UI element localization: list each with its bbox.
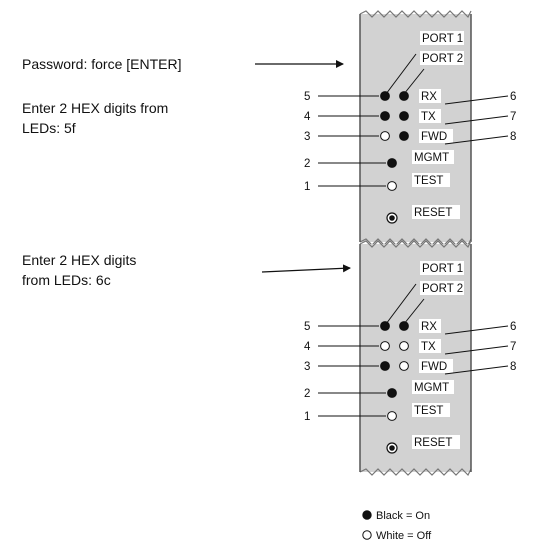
top-panel-bit-2: 2 (304, 158, 310, 170)
top-panel-bit-6: 6 (510, 91, 516, 103)
bottom-panel-bit-5: 5 (304, 321, 310, 333)
bottom-panel-port2-label: PORT 2 (422, 283, 463, 295)
bottom-panel-led-tx-port2 (400, 342, 409, 351)
bottom-panel-mgmt-label: MGMT (414, 382, 449, 394)
bottom-panel-port1-label: PORT 1 (422, 263, 463, 275)
legend: Black = On White = Off (363, 510, 432, 542)
top-panel-test-label: TEST (414, 175, 443, 187)
panel-top: PORT 1 PORT 2 RX TX FWD MGMT TEST RESET 5 4 3 2 1 6 7 8 (304, 11, 516, 245)
bottom-panel-bit-1: 1 (304, 411, 310, 423)
led-instruction-arrow (262, 268, 350, 272)
top-panel-reset-label: RESET (414, 207, 452, 219)
bottom-panel-bit-6: 6 (510, 321, 516, 333)
bottom-panel-led-rx-port1 (381, 322, 390, 331)
top-panel-bit-3: 3 (304, 131, 310, 143)
legend-off-label: White = Off (376, 530, 432, 542)
bottom-panel-bit-4: 4 (304, 341, 311, 353)
top-panel-led-rx-port2 (400, 92, 409, 101)
panel-bottom: PORT 1 PORT 2 RX TX FWD MGMT TEST RESET 5 4 3 2 1 6 7 8 (304, 241, 516, 475)
top-panel-led-fwd-port1 (381, 132, 390, 141)
bottom-panel-tx-label: TX (421, 341, 436, 353)
bottom-panel-bit-7: 7 (510, 341, 516, 353)
top-panel-bit-8: 8 (510, 131, 516, 143)
legend-off-swatch (363, 531, 371, 539)
bottom-panel-led-fwd-port2 (400, 362, 409, 371)
top-panel-led-tx-port2 (400, 112, 409, 121)
bottom-panel-bit-2: 2 (304, 388, 310, 400)
top-panel-bit-4: 4 (304, 111, 311, 123)
bottom-panel-led-test (388, 412, 397, 421)
bottom-panel-test-label: TEST (414, 405, 443, 417)
bottom-panel-bit-8: 8 (510, 361, 516, 373)
bottom-panel-reset-button-inner (389, 445, 395, 451)
bottom-panel-bit-3: 3 (304, 361, 310, 373)
top-panel-led-mgmt (388, 159, 397, 168)
top-panel-mgmt-label: MGMT (414, 152, 449, 164)
bottom-panel-led-fwd-port1 (381, 362, 390, 371)
top-panel-bit-5: 5 (304, 91, 310, 103)
legend-on-swatch (363, 511, 371, 519)
top-panel-led-test (388, 182, 397, 191)
top-panel-rx-label: RX (421, 91, 437, 103)
top-panel-bit-1: 1 (304, 181, 310, 193)
top-panel-tx-label: TX (421, 111, 436, 123)
top-panel-reset-button-inner (389, 215, 395, 221)
bottom-panel-fwd-label: FWD (421, 361, 447, 373)
bottom-panel-led-rx-port2 (400, 322, 409, 331)
bottom-panel-reset-label: RESET (414, 437, 452, 449)
top-panel-port1-label: PORT 1 (422, 33, 463, 45)
top-panel-led-fwd-port2 (400, 132, 409, 141)
bottom-panel-rx-label: RX (421, 321, 437, 333)
bottom-panel-led-mgmt (388, 389, 397, 398)
top-panel-port2-label: PORT 2 (422, 53, 463, 65)
bottom-panel-led-tx-port1 (381, 342, 390, 351)
legend-on-label: Black = On (376, 510, 430, 522)
top-panel-led-tx-port1 (381, 112, 390, 121)
top-panel-bit-7: 7 (510, 111, 516, 123)
top-panel-led-rx-port1 (381, 92, 390, 101)
top-panel-fwd-label: FWD (421, 131, 447, 143)
